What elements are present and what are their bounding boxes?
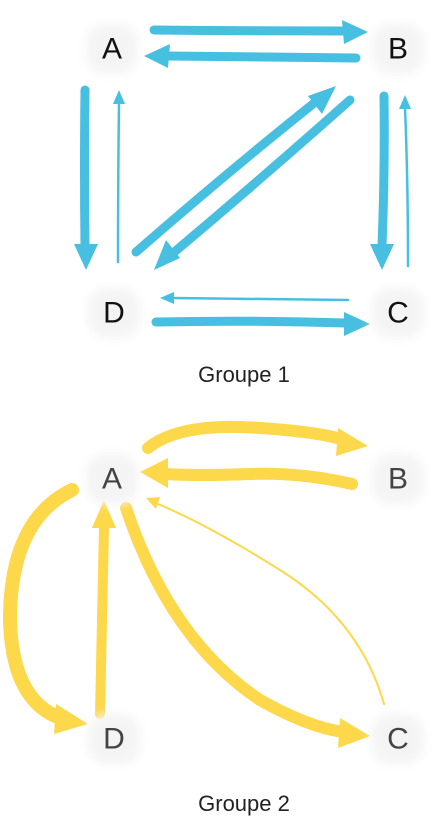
- edge-b-to-a: [144, 44, 361, 68]
- node-d-label: D: [103, 723, 125, 756]
- edge-c-to-d: [160, 292, 350, 304]
- group-1: A B C D Groupe 1: [74, 20, 424, 387]
- group-1-edges: [74, 20, 411, 336]
- node-d: D: [88, 714, 140, 764]
- node-c: C: [372, 288, 424, 338]
- node-a-label: A: [102, 463, 122, 496]
- edge-a-to-d: [74, 85, 98, 270]
- edge-a-to-b: [149, 20, 368, 44]
- edge-c-to-a: [146, 497, 385, 705]
- node-c-label: C: [387, 723, 409, 756]
- group-2-caption: Groupe 2: [198, 791, 290, 816]
- edge-d-to-b: [131, 86, 336, 257]
- edge-d-to-a: [113, 90, 125, 264]
- edge-b-to-d: [154, 95, 355, 270]
- node-a: A: [86, 454, 138, 504]
- node-a-label: A: [102, 33, 122, 66]
- edge-a-to-d: [2, 483, 88, 734]
- node-b: B: [372, 454, 424, 504]
- group-2: A B C D Groupe 2: [2, 420, 424, 816]
- node-c-label: C: [387, 297, 409, 330]
- node-a: A: [86, 24, 138, 74]
- edge-c-to-b: [399, 95, 411, 268]
- node-d: D: [88, 288, 140, 338]
- node-b: B: [372, 24, 424, 74]
- node-d-label: D: [103, 297, 125, 330]
- edge-a-to-b: [142, 420, 368, 456]
- node-b-label: B: [388, 463, 408, 496]
- edge-b-to-c: [370, 91, 394, 270]
- node-b-label: B: [388, 33, 408, 66]
- edge-a-to-c: [120, 502, 370, 748]
- node-c: C: [372, 714, 424, 764]
- edge-d-to-c: [151, 312, 370, 336]
- edge-d-to-a: [92, 500, 116, 719]
- group-2-edges: [2, 420, 385, 748]
- group-1-caption: Groupe 1: [198, 362, 290, 387]
- edge-b-to-a: [140, 458, 358, 490]
